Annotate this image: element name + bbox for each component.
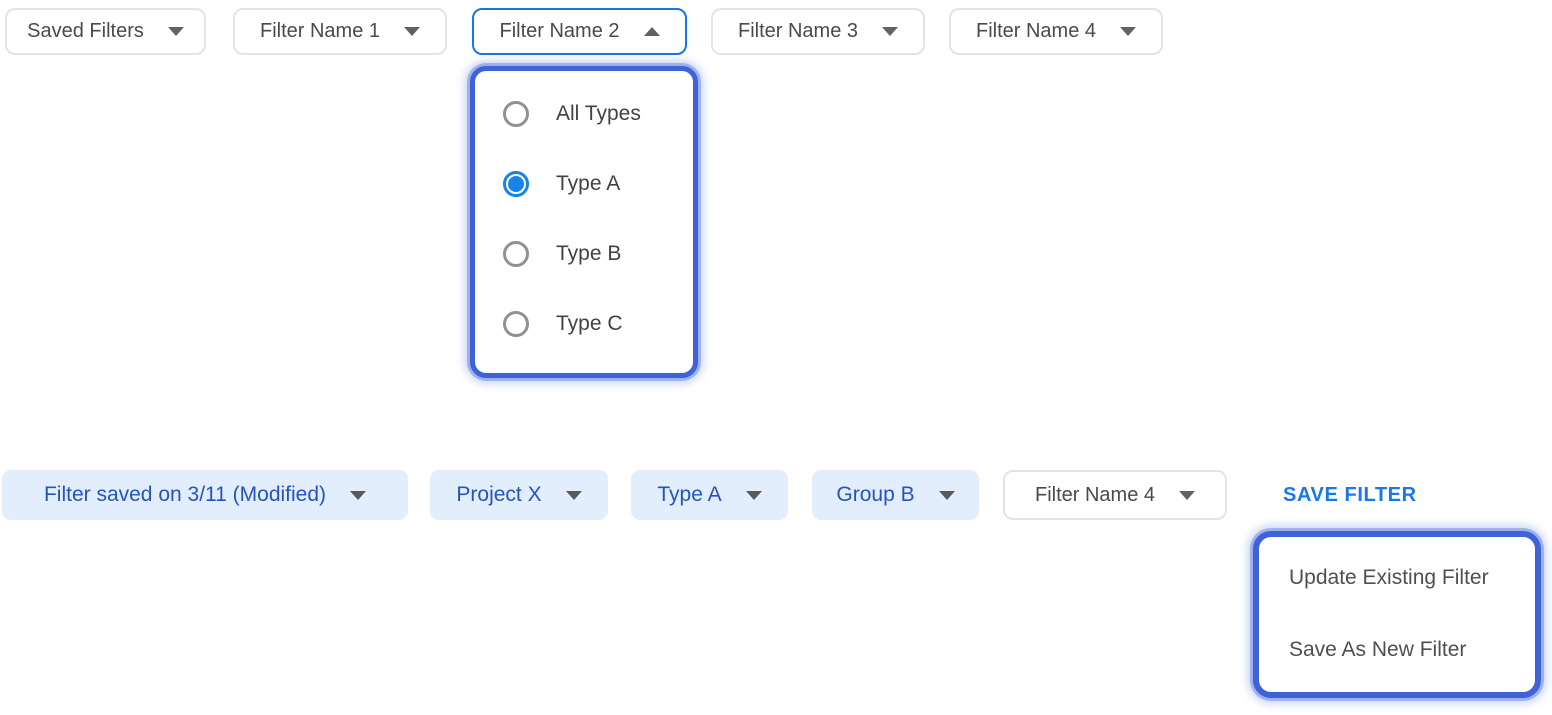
saved-filter-chip-label: Filter saved on 3/11 (Modified) xyxy=(43,483,327,506)
filter-name-1-dropdown-button[interactable]: Filter Name 1 xyxy=(233,8,447,55)
filter-name-4-dropdown-button[interactable]: Filter Name 4 xyxy=(949,8,1163,55)
filter-name-4-label: Filter Name 4 xyxy=(975,20,1097,42)
radio-unselected-icon xyxy=(503,101,529,127)
filter-name-4-bottom-label: Filter Name 4 xyxy=(1034,483,1156,506)
radio-option-label: All Types xyxy=(556,102,641,125)
chevron-down-icon xyxy=(167,27,184,36)
menu-item-save-as-new-filter[interactable]: Save As New Filter xyxy=(1289,638,1467,661)
chevron-down-icon xyxy=(404,27,421,36)
radio-option-label: Type B xyxy=(556,242,622,265)
filter-name-4-bottom-dropdown-button[interactable]: Filter Name 4 xyxy=(1003,470,1227,520)
radio-option-type-c[interactable]: Type C xyxy=(503,289,693,359)
radio-option-all-types[interactable]: All Types xyxy=(503,79,693,149)
radio-option-type-a[interactable]: Type A xyxy=(503,149,693,219)
project-x-chip-label: Project X xyxy=(456,483,542,506)
radio-option-label: Type A xyxy=(556,172,621,195)
saved-filters-dropdown-button[interactable]: Saved Filters xyxy=(5,8,206,55)
radio-unselected-icon xyxy=(503,241,529,267)
chevron-down-icon xyxy=(565,490,582,500)
radio-option-label: Type C xyxy=(556,312,623,335)
project-x-chip[interactable]: Project X xyxy=(430,470,608,520)
saved-filter-chip[interactable]: Filter saved on 3/11 (Modified) xyxy=(2,470,408,520)
type-a-chip-label: Type A xyxy=(657,483,722,506)
save-filter-menu: Update Existing Filter Save As New Filte… xyxy=(1253,531,1541,698)
chevron-down-icon xyxy=(1120,27,1137,36)
chevron-down-icon xyxy=(1179,490,1196,500)
filter-name-2-dropdown-button[interactable]: Filter Name 2 xyxy=(472,8,687,55)
menu-item-update-existing-filter[interactable]: Update Existing Filter xyxy=(1289,566,1489,589)
saved-filters-label: Saved Filters xyxy=(27,20,144,42)
filter-name-3-label: Filter Name 3 xyxy=(737,20,859,42)
filter-name-2-label: Filter Name 2 xyxy=(499,20,620,42)
radio-option-type-b[interactable]: Type B xyxy=(503,219,693,289)
chevron-down-icon xyxy=(882,27,899,36)
chevron-up-icon xyxy=(643,27,660,36)
save-filter-button[interactable]: SAVE FILTER xyxy=(1283,470,1417,520)
radio-selected-icon xyxy=(503,171,529,197)
radio-unselected-icon xyxy=(503,311,529,337)
filter-name-2-dropdown-panel: All Types Type A Type B Type C xyxy=(470,66,698,378)
chevron-down-icon xyxy=(938,490,955,500)
type-a-chip[interactable]: Type A xyxy=(631,470,788,520)
filter-name-3-dropdown-button[interactable]: Filter Name 3 xyxy=(711,8,925,55)
filter-name-1-label: Filter Name 1 xyxy=(259,20,381,42)
group-b-chip[interactable]: Group B xyxy=(812,470,979,520)
group-b-chip-label: Group B xyxy=(836,483,915,506)
chevron-down-icon xyxy=(350,490,367,500)
chevron-down-icon xyxy=(745,490,762,500)
